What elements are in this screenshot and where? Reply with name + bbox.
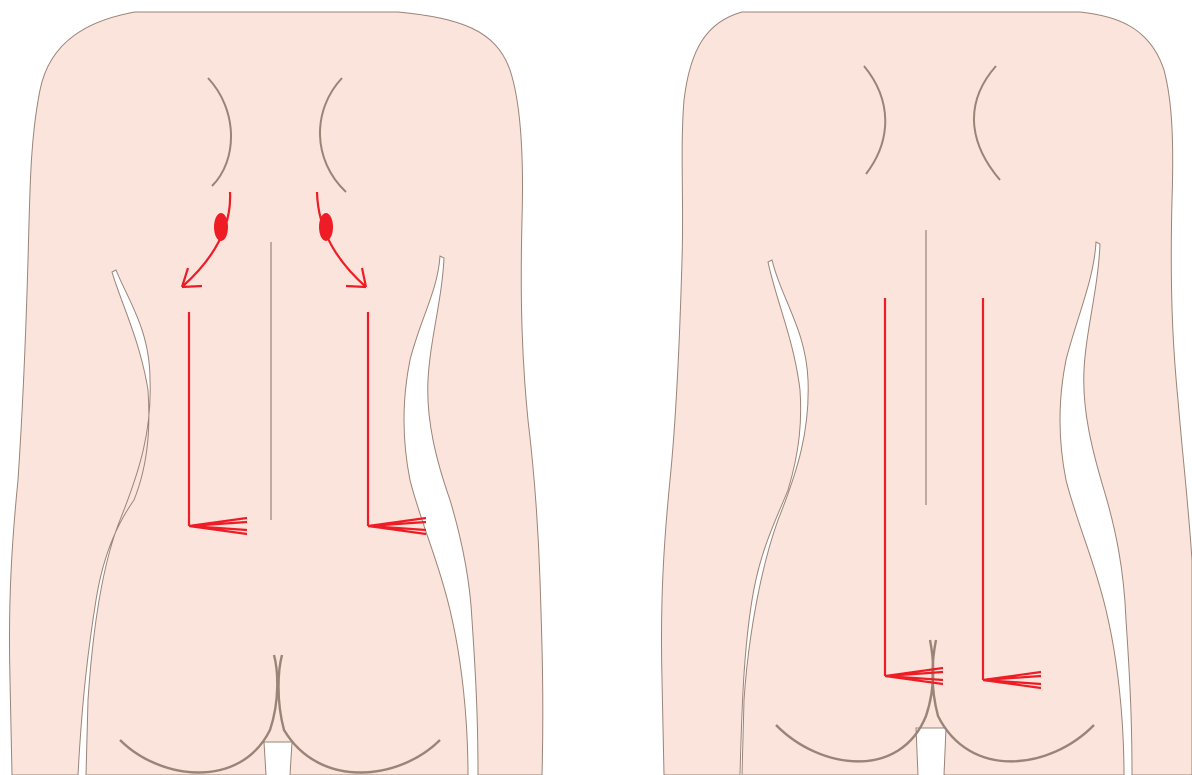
right-body-silhouette xyxy=(661,12,1192,775)
right-figure xyxy=(661,12,1192,775)
left-figure xyxy=(9,12,542,775)
